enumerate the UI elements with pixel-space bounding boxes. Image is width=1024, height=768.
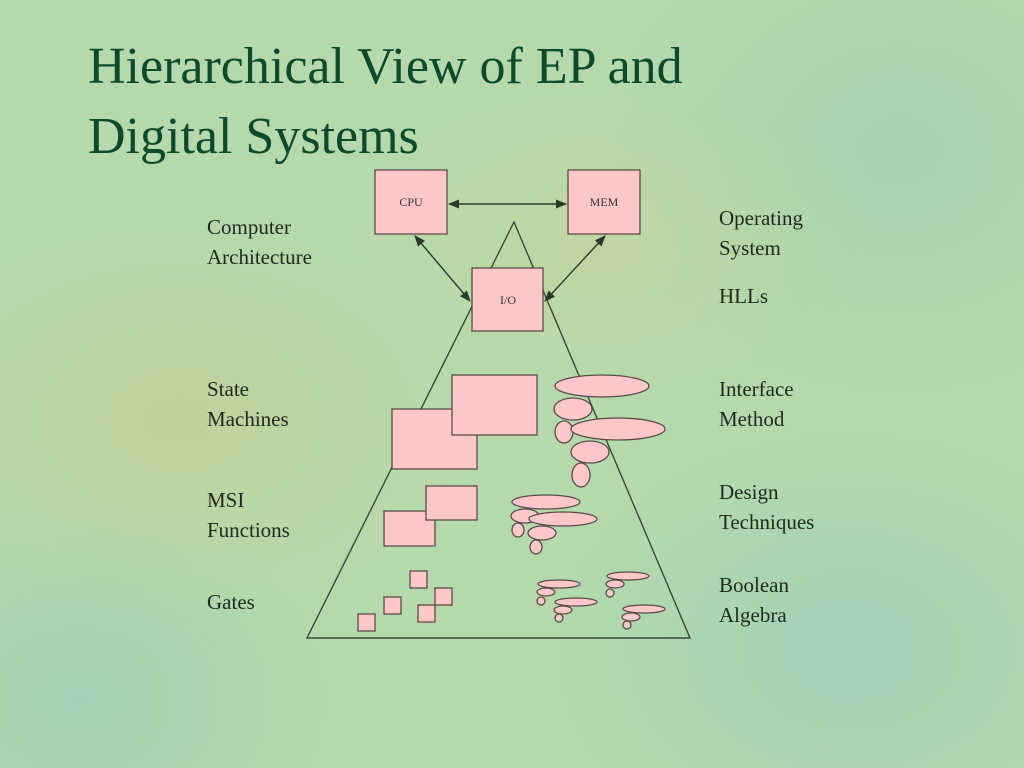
- interface-ellipses: [553, 374, 666, 488]
- io-box: [471, 267, 544, 332]
- title-line-2: Digital Systems: [88, 108, 419, 165]
- cpu-io-arrow: [414, 235, 471, 302]
- gate-square: [409, 570, 428, 589]
- cpu-label: CPU: [399, 195, 423, 209]
- mem-io-arrow: [544, 235, 606, 302]
- gate-square: [383, 596, 402, 615]
- design-ellipses: [510, 494, 598, 555]
- state-machine-block: [391, 408, 478, 470]
- io-label: I/O: [500, 293, 516, 307]
- msi-block: [425, 485, 478, 521]
- mem-box: [567, 169, 641, 235]
- label-hlls: HLLs: [719, 284, 768, 308]
- cpu-box: [374, 169, 448, 235]
- title-line-1: Hierarchical View of EP and: [88, 38, 683, 95]
- boolean-ellipses: [536, 571, 666, 630]
- gate-square: [357, 613, 376, 632]
- label-gates: Gates: [207, 590, 255, 614]
- gate-square: [417, 604, 436, 623]
- state-machine-block: [451, 374, 538, 436]
- mem-label: MEM: [590, 195, 619, 209]
- gate-square: [434, 587, 453, 606]
